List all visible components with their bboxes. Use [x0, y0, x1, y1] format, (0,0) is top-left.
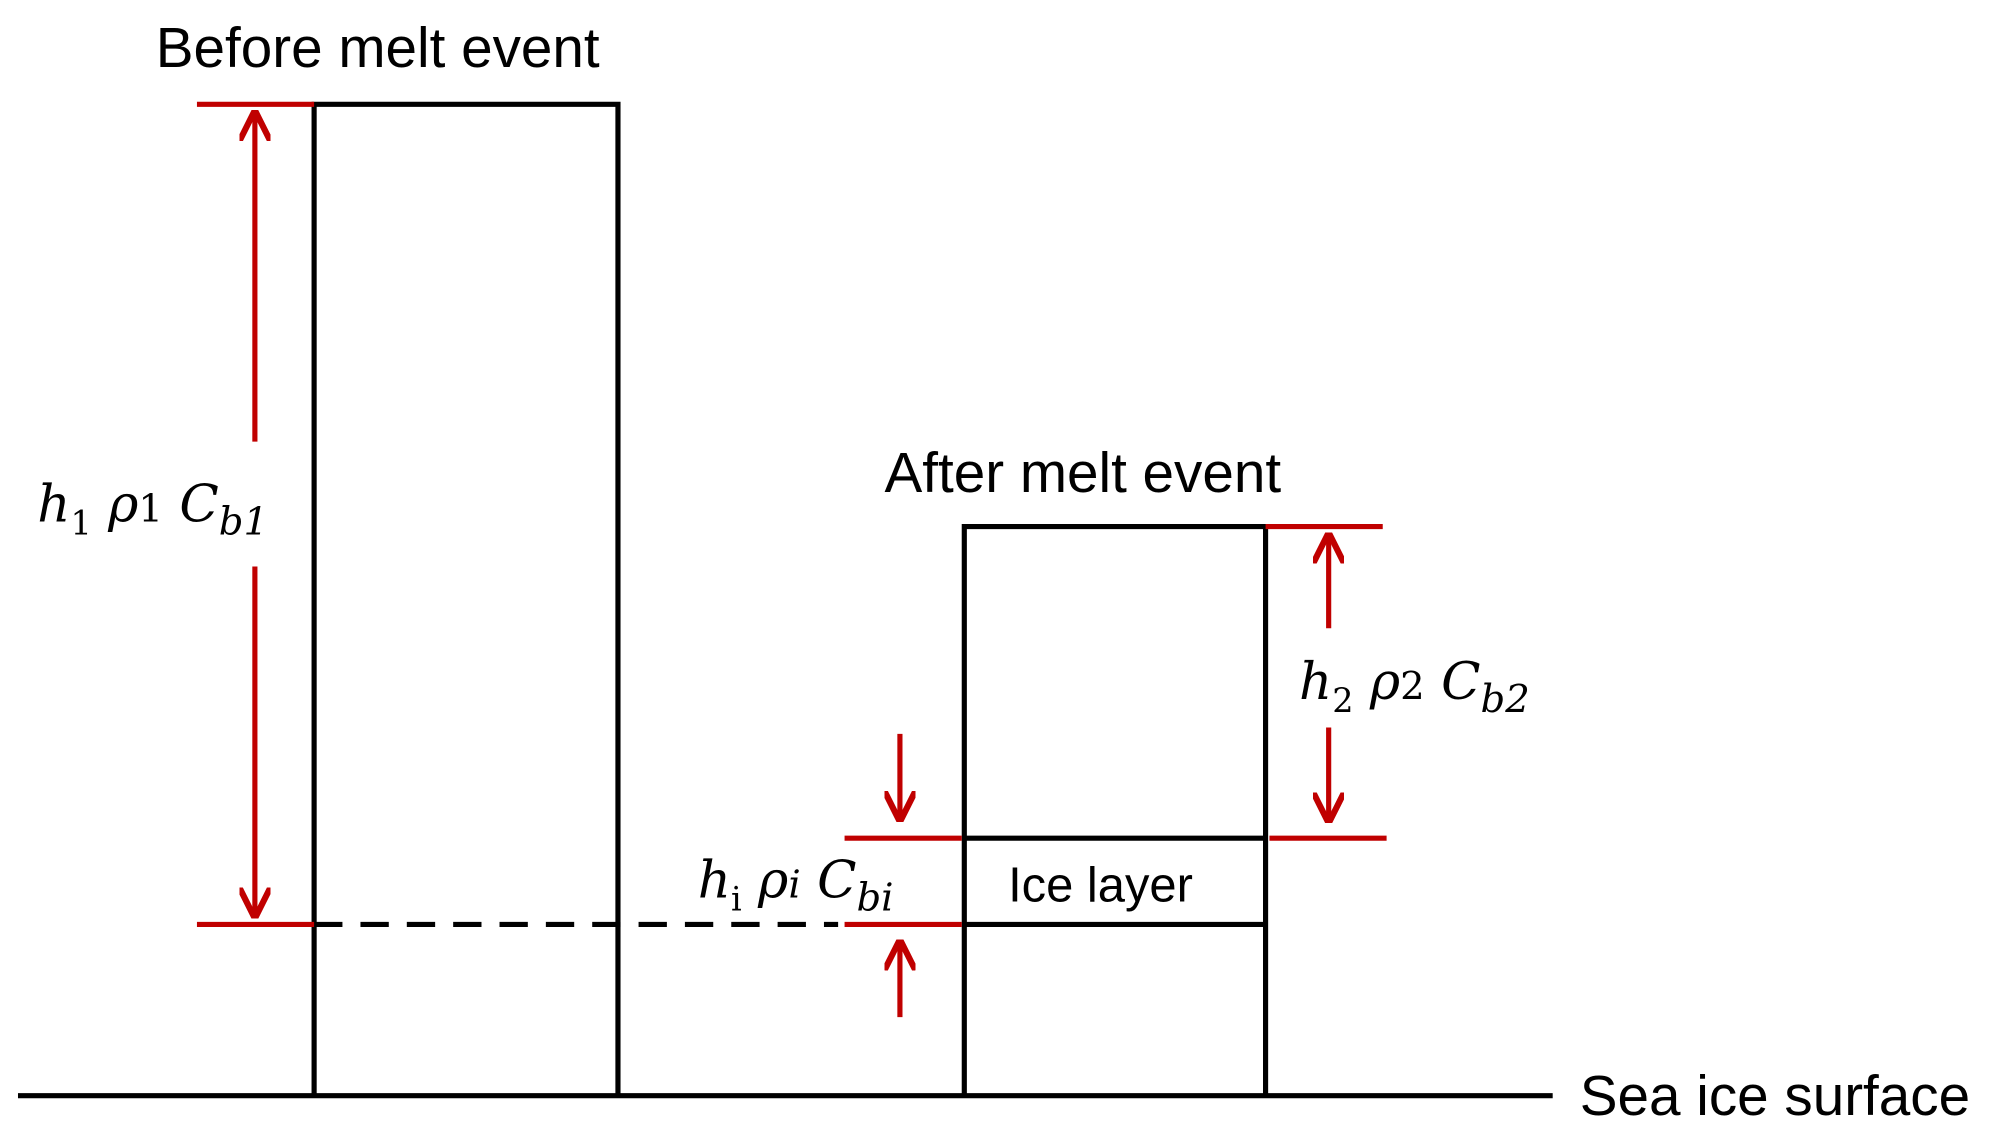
before-title: Before melt event: [156, 17, 600, 80]
before-snow-column: [311, 101, 621, 1096]
label-after-layer: h2 ρ2 Cb2: [1299, 652, 1530, 725]
sea-ice-surface-label: Sea ice surface: [1580, 1065, 1970, 1128]
after-title: After melt event: [884, 442, 1281, 505]
label-ice-layer: hi ρi Cbi: [698, 850, 894, 923]
after-snow-column: [961, 524, 1269, 1096]
label-before-layer: h1 ρ1 Cb1: [37, 474, 268, 547]
ice-layer-label: Ice layer: [1008, 858, 1193, 912]
